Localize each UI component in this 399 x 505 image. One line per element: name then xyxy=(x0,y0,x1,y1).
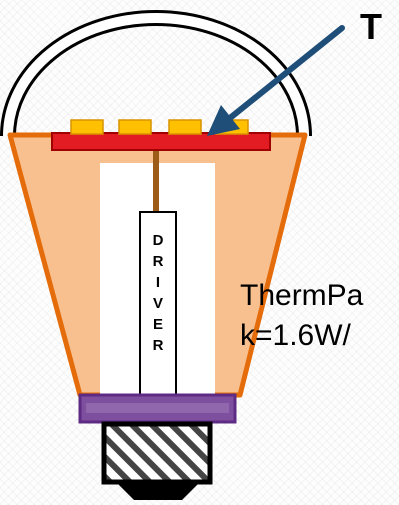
thermal-pad-label: ThermPa k=1.6W/ xyxy=(240,276,363,356)
driver-letter: R xyxy=(152,337,164,354)
material-name: ThermPa xyxy=(240,279,364,312)
driver-letter: I xyxy=(155,274,161,291)
led-circuit-board xyxy=(51,132,271,151)
driver-letter: V xyxy=(152,295,163,312)
contact-tip xyxy=(116,482,200,500)
driver-wire xyxy=(153,150,159,212)
glass-dome xyxy=(0,10,312,137)
led-chip xyxy=(168,119,202,135)
driver-letter: D xyxy=(152,232,164,249)
pointer-arrow xyxy=(207,25,345,136)
bulb-cap-highlight xyxy=(86,403,229,413)
top-marker-label: T xyxy=(360,6,382,47)
driver-letter: E xyxy=(152,316,163,333)
led-chip xyxy=(118,119,152,135)
thermal-conductivity: k=1.6W/ xyxy=(240,319,351,352)
driver-label: D R I V E R xyxy=(140,230,176,356)
led-chip xyxy=(70,119,104,135)
driver-letter: R xyxy=(152,253,164,270)
screw-base xyxy=(101,421,213,485)
